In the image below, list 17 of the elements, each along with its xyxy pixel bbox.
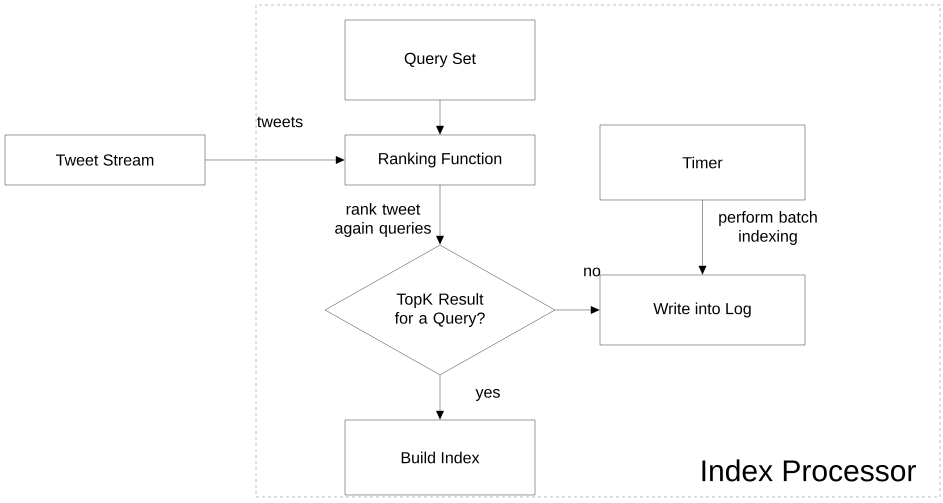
process-box: Tweet Stream xyxy=(4,134,206,186)
process-box: Query Set xyxy=(344,20,536,100)
arrow xyxy=(436,100,444,134)
process-box: Timer xyxy=(600,124,806,200)
edge-label: no xyxy=(584,268,600,276)
edge-label: perform batch indexing xyxy=(719,211,817,245)
arrow xyxy=(436,375,444,420)
arrow xyxy=(436,185,444,244)
edge-label: yes xyxy=(476,389,500,401)
process-box: Build Index xyxy=(344,420,536,496)
process-box: Ranking Function xyxy=(344,134,536,186)
arrow xyxy=(555,306,600,314)
arrow xyxy=(205,156,345,164)
arrow xyxy=(698,200,706,274)
edge-label: tweets xyxy=(257,116,303,128)
process-box: Write into Log xyxy=(600,274,806,346)
edge-label: rank tweet again queries xyxy=(335,203,431,237)
